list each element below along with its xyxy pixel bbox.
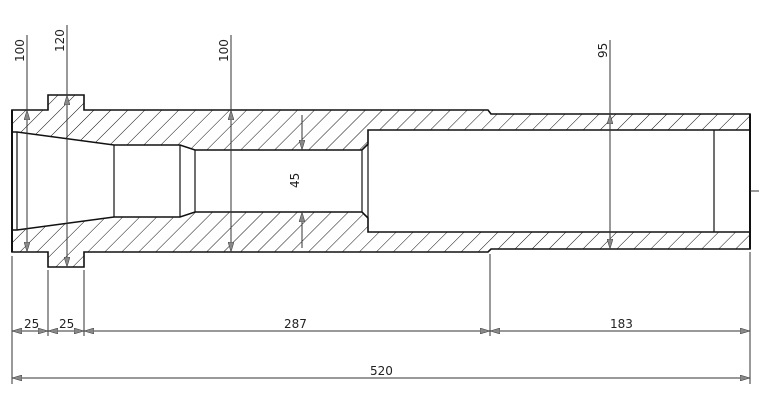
dim-overall-520: 520 bbox=[370, 364, 393, 378]
dim-len-25-a: 25 bbox=[24, 317, 39, 331]
bore-profile bbox=[11, 129, 751, 233]
dim-dia-100-left: 100 bbox=[13, 39, 27, 62]
dim-dia-95: 95 bbox=[596, 43, 610, 58]
length-dimensions bbox=[12, 331, 750, 378]
dim-dia-100-mid: 100 bbox=[217, 39, 231, 62]
bore-edges bbox=[11, 110, 751, 252]
part-section bbox=[11, 94, 759, 268]
dim-len-25-b: 25 bbox=[59, 317, 74, 331]
dim-dia-120: 120 bbox=[53, 29, 67, 52]
dim-dia-45: 45 bbox=[288, 173, 302, 188]
dim-len-287: 287 bbox=[284, 317, 307, 331]
diameter-dimensions bbox=[27, 25, 610, 267]
extension-lines bbox=[11, 252, 751, 384]
dim-len-183: 183 bbox=[610, 317, 633, 331]
